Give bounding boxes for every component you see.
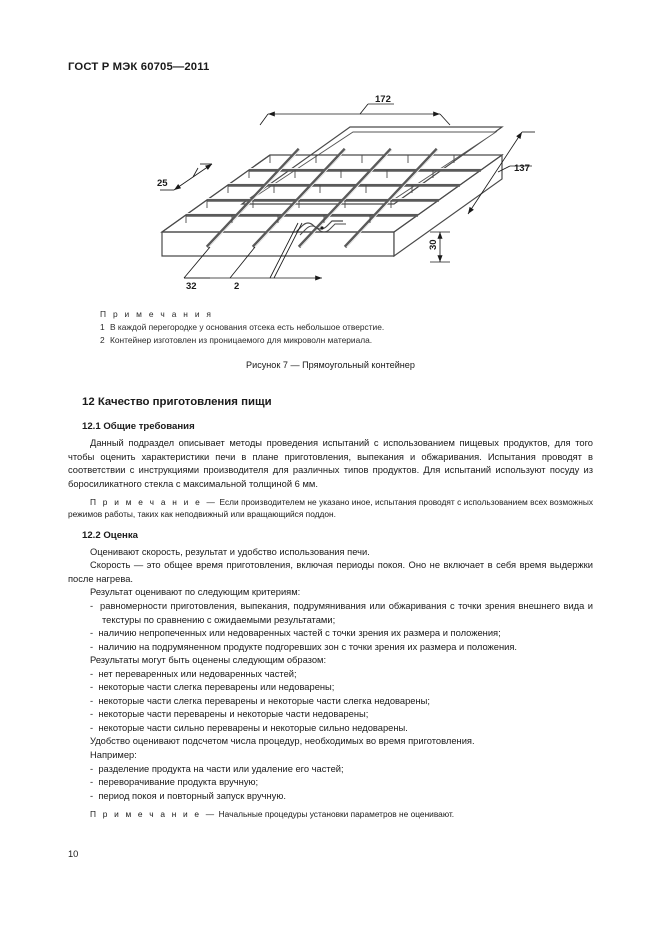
figure-rectangular-container: 172 137 25 32 2 30 [150,92,550,297]
bullet-marker: - [90,641,94,652]
document-header: ГОСТ Р МЭК 60705—2011 [68,61,210,73]
list-item-text: некоторые части слегка переварены и неко… [98,695,430,706]
dimension-label-30: 30 [428,239,439,250]
list-item-text: равномерности приготовления, выпекания, … [100,600,593,625]
bullet-marker: - [90,628,94,639]
bullet-marker: - [90,790,94,801]
page-number: 10 [68,849,79,859]
bullet-marker: - [90,709,94,720]
bullet-marker: - [90,695,94,706]
list-item-text: наличию на подрумяненном продукте подгор… [98,641,518,652]
note-12-2: П р и м е ч а н и е — Начальные процедур… [68,808,593,820]
note-label: П р и м е ч а н и е — [90,809,217,820]
list-item-text: переворачивание продукта вручную; [98,777,259,788]
list-item-text: нет переваренных или недоваренных частей… [98,668,297,679]
bullet-marker: - [90,722,94,733]
heading-section-12-2: 12.2 Оценка [82,529,138,541]
list-item-result: - некоторые части слегка переварены и не… [68,695,593,709]
list-item-example: - разделение продукта на части или удале… [68,763,593,777]
paragraph-12-2-3: Результат оценивают по следующим критери… [90,587,301,598]
figure-caption: Рисунок 7 — Прямоугольный контейнер [246,360,415,370]
figure-note-item: 2 Контейнер изготовлен из проницаемого дл… [100,334,570,346]
dimension-label-2: 2 [234,281,239,292]
list-item-text: некоторые части сильно переварены и неко… [98,722,408,733]
paragraph-12-1: Данный подраздел описывает методы провед… [68,438,593,489]
figure-note-item: 1 В каждой перегородке у основания отсека… [100,321,570,333]
bullet-marker: - [90,668,94,679]
paragraph-12-2-4: Результаты могут быть оценены следующим … [90,655,327,666]
paragraph-12-2-6: Например: [90,749,137,760]
bullet-marker: - [90,682,94,693]
dimension-label-25: 25 [157,178,168,189]
note-12-1: П р и м е ч а н и е — Если производителе… [68,496,593,521]
paragraph-12-2-2: Скорость — это общее время приготовления… [68,560,593,584]
heading-section-12: 12 Качество приготовления пищи [82,396,272,408]
figure-note-text: В каждой перегородке у основания отсека … [110,322,385,333]
list-item-result: - некоторые части переварены и некоторые… [68,708,593,722]
note-text: Если производителем не указано иное, исп… [68,497,593,520]
list-item-example: - период покоя и повторный запуск вручну… [68,790,593,804]
figure-note-number: 1 [100,322,105,333]
list-item-text: некоторые части переварены и некоторые ч… [98,709,369,720]
list-item-text: наличию непропеченных или недоваренных ч… [98,628,501,639]
note-label: П р и м е ч а н и е — [90,497,218,508]
list-item-result: - некоторые части сильно переварены и не… [68,722,593,736]
list-item-example: - переворачивание продукта вручную; [68,776,593,790]
heading-section-12-1: 12.1 Общие требования [82,421,195,432]
paragraph-12-2-5: Удобство оценивают подсчетом числа проце… [90,736,475,747]
bullet-marker: - [90,600,94,611]
bullet-marker: - [90,777,94,788]
list-item-result: - нет переваренных или недоваренных част… [68,668,593,682]
list-item-result: - некоторые части слегка переварены или … [68,681,593,695]
list-item-text: период покоя и повторный запуск вручную. [98,790,286,801]
figure-notes-title: П р и м е ч а н и я [100,309,214,319]
bullet-marker: - [90,763,94,774]
list-item-criterion: - равномерности приготовления, выпекания… [68,600,593,627]
document-body: 12 Качество приготовления пищи 12.1 Общи… [68,396,593,820]
note-text: Начальные процедуры установки параметров… [218,809,455,820]
list-item-text: некоторые части слегка переварены или не… [98,682,335,693]
dimension-label-172: 172 [375,94,391,105]
figure-note-number: 2 [100,334,105,345]
figure-note-text: Контейнер изготовлен из проницаемого для… [110,334,373,345]
dimension-label-137: 137 [514,163,530,174]
figure-notes: П р и м е ч а н и я 1 В каждой перегородк… [100,308,570,346]
list-item-text: разделение продукта на части или удалени… [98,763,344,774]
dimension-label-32: 32 [186,281,197,292]
list-item-criterion: - наличию непропеченных или недоваренных… [68,627,593,641]
list-item-criterion: - наличию на подрумяненном продукте подг… [68,641,593,655]
paragraph-12-2-1: Оценивают скорость, результат и удобство… [90,546,370,557]
